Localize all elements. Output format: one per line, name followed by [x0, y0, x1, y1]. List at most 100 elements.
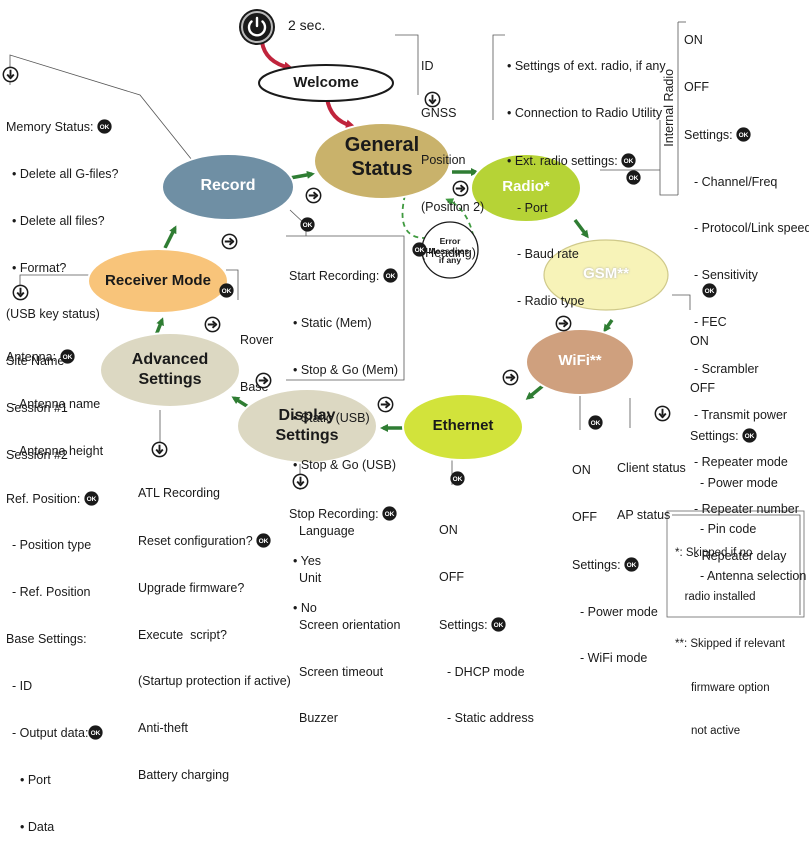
- base-id: - ID: [12, 678, 33, 693]
- general-status-info: ID GNSS Position (Position 2) (Heading): [421, 28, 484, 293]
- right-arrow-icon[interactable]: [221, 233, 238, 250]
- display-settings-list: Language Unit Screen orientation Screen …: [299, 493, 400, 758]
- memory-option-g-files: • Delete all G-files?: [12, 166, 119, 181]
- ok-icon[interactable]: OK: [84, 490, 99, 506]
- internal-radio-side-label: Internal Radio: [662, 68, 677, 147]
- stop-recording-label: Stop Recording:: [289, 506, 379, 521]
- stop-yes: • Yes: [293, 553, 322, 568]
- mode-rover: Rover: [240, 333, 274, 348]
- radio-info-connector: [492, 34, 505, 120]
- svg-text:OK: OK: [222, 288, 232, 295]
- svg-text:OK: OK: [705, 288, 715, 295]
- svg-text:OK: OK: [415, 247, 425, 254]
- receiver-to-record-arrow: [163, 225, 177, 249]
- ok-icon[interactable]: OK: [256, 533, 271, 548]
- radio-label: Radio*: [502, 178, 550, 195]
- internal-radio-off: OFF: [684, 79, 709, 94]
- record-node[interactable]: [161, 153, 295, 221]
- ok-icon[interactable]: OK: [383, 267, 398, 283]
- antenna-settings-list: Antenna: OK - Antenna name - Antenna hei…: [6, 318, 104, 867]
- right-arrow-icon[interactable]: [204, 316, 221, 333]
- ethernet-info-list: ON OFF Settings: OK - DHCP mode - Static…: [439, 492, 534, 758]
- receiver-mode-connector: [226, 269, 239, 300]
- radio-node[interactable]: [470, 153, 582, 223]
- radio-ext-settings-label: • Ext. radio settings:: [507, 153, 618, 168]
- svg-text:OK: OK: [624, 158, 634, 165]
- internal-radio-connector: [600, 120, 678, 196]
- down-arrow-icon[interactable]: [654, 405, 671, 422]
- advanced-startup-protection: (Startup protection if active): [138, 674, 291, 689]
- wifi-settings-label: Settings:: [572, 557, 621, 572]
- down-arrow-icon[interactable]: [292, 473, 309, 490]
- ok-icon[interactable]: OK: [300, 216, 315, 232]
- down-arrow-icon[interactable]: [12, 284, 29, 301]
- general-info-gnss: GNSS: [421, 105, 457, 120]
- right-arrow-icon[interactable]: [555, 315, 572, 332]
- advanced-atl-recording: ATL Recording: [138, 486, 220, 501]
- display-buzzer: Buzzer: [299, 711, 338, 726]
- power-hold-label: 2 sec.: [288, 17, 326, 33]
- general-info-connector: [395, 34, 419, 95]
- down-arrow-icon[interactable]: [151, 441, 168, 458]
- ok-icon[interactable]: OK: [624, 557, 639, 572]
- down-arrow-icon[interactable]: [424, 91, 441, 108]
- ok-icon[interactable]: OK: [412, 241, 427, 257]
- ok-icon[interactable]: OK: [491, 617, 506, 632]
- svg-text:OK: OK: [453, 476, 463, 483]
- right-arrow-icon[interactable]: [452, 180, 469, 197]
- note-1-line1: *: Skipped if no: [675, 547, 753, 559]
- wifi-mode: - WiFi mode: [580, 651, 648, 666]
- gsm-pin-code: - Pin code: [700, 522, 757, 537]
- gsm-label: GSM**: [583, 265, 629, 282]
- ok-icon[interactable]: OK: [382, 505, 397, 521]
- ok-icon[interactable]: OK: [219, 282, 234, 298]
- svg-text:OK: OK: [494, 622, 504, 629]
- ok-icon[interactable]: OK: [97, 119, 112, 134]
- welcome-label: Welcome: [293, 74, 359, 91]
- right-arrow-icon[interactable]: [305, 187, 322, 204]
- radio-to-gsm-arrow: [573, 218, 589, 239]
- gsm-settings-label: Settings:: [690, 428, 739, 443]
- ok-icon[interactable]: OK: [626, 169, 641, 185]
- ok-icon[interactable]: OK: [742, 428, 757, 443]
- recording-list: Start Recording: OK • Static (Mem) • Sto…: [289, 236, 398, 649]
- radio-ext-settings-line: • Settings of ext. radio, if any: [507, 59, 666, 74]
- receiver-mode-node[interactable]: [87, 248, 229, 314]
- ok-icon[interactable]: OK: [88, 725, 104, 741]
- memory-option-format: • Format?: [12, 260, 67, 275]
- ethernet-node[interactable]: [402, 393, 524, 461]
- rec-stopgo-mem: • Stop & Go (Mem): [293, 363, 399, 378]
- note-1-line2: radio installed: [675, 590, 756, 603]
- down-arrow-icon[interactable]: [2, 66, 19, 83]
- advanced-settings-node[interactable]: [99, 332, 241, 408]
- ok-icon[interactable]: OK: [736, 127, 751, 142]
- ethernet-dhcp-mode: - DHCP mode: [447, 664, 525, 679]
- general-status-node[interactable]: [313, 122, 451, 200]
- display-settings-label-line1: Display: [278, 407, 336, 424]
- ok-icon[interactable]: OK: [621, 153, 636, 168]
- ethernet-label: Ethernet: [432, 417, 494, 434]
- ok-icon[interactable]: OK: [588, 414, 603, 430]
- connector-layer: [9, 21, 805, 618]
- wifi-node[interactable]: [525, 328, 635, 396]
- power-icon: [241, 11, 273, 43]
- power-button[interactable]: [239, 9, 275, 45]
- ok-icon[interactable]: OK: [702, 282, 717, 298]
- internal-radio-channel: - Channel/Freq: [694, 174, 778, 189]
- ok-icon[interactable]: OK: [450, 470, 465, 486]
- internal-radio-list: ON OFF Settings: OK - Channel/Freq - Pro…: [684, 2, 809, 596]
- svg-text:OK: OK: [629, 175, 639, 182]
- display-settings-node[interactable]: [236, 388, 378, 464]
- gsm-node[interactable]: [543, 239, 669, 311]
- right-arrow-icon[interactable]: [377, 396, 394, 413]
- memory-option-all-files: • Delete all files?: [12, 213, 105, 228]
- ok-icon[interactable]: OK: [59, 349, 75, 364]
- general-status-label-line1: General: [344, 134, 420, 156]
- svg-text:OK: OK: [385, 273, 395, 280]
- error-label-line2: Messages,: [428, 245, 472, 256]
- right-arrow-icon[interactable]: [502, 369, 519, 386]
- welcome-node[interactable]: [258, 64, 394, 102]
- svg-text:OK: OK: [86, 495, 96, 502]
- right-arrow-icon[interactable]: [255, 372, 272, 389]
- antenna-height: - Antenna height: [12, 443, 104, 458]
